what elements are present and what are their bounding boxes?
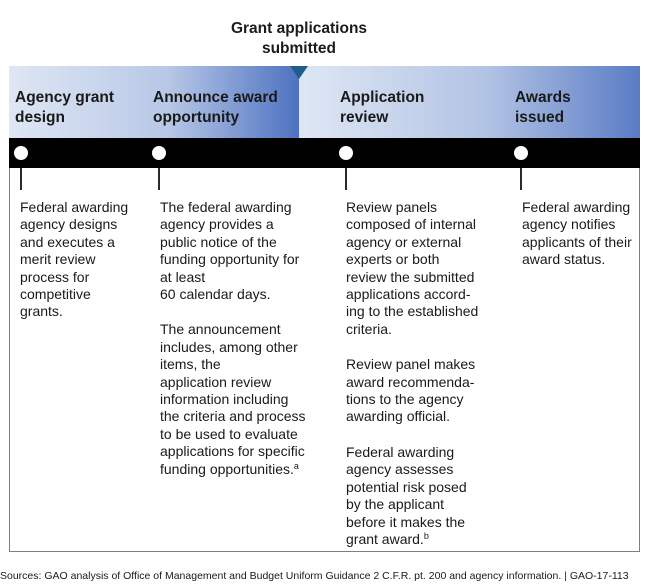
timeline-point-1 (14, 146, 28, 160)
description-text: Federal awarding agency assesses potenti… (346, 443, 467, 547)
milestone-title: Grant applications submitted (230, 20, 368, 57)
description-paragraph: Federal awarding agency notifies applica… (522, 199, 632, 268)
description-paragraph: The federal awarding agency provides a p… (160, 199, 300, 303)
submission-marker-icon (290, 66, 308, 79)
description-paragraph: Review panels composed of internal agenc… (346, 199, 479, 337)
timeline-point-4 (514, 146, 528, 160)
description-paragraph: Review panel makes award recommenda- tio… (346, 356, 476, 425)
description-announce-award: The federal awarding agency provides a p… (160, 199, 335, 496)
description-text: The announcement includes, among other i… (160, 321, 306, 477)
connector-line-1 (20, 168, 22, 190)
footnote-marker: a (293, 460, 299, 471)
connector-line-3 (345, 168, 347, 190)
connector-line-4 (520, 168, 522, 190)
phase-band-pre-submission (9, 66, 299, 138)
sources-note: Sources: GAO analysis of Office of Manag… (0, 570, 629, 582)
footnote-marker: b (423, 530, 429, 541)
description-paragraph: Federal awarding agency designs and exec… (20, 199, 129, 320)
description-application-review: Review panels composed of internal agenc… (346, 199, 511, 566)
description-awards-issued: Federal awarding agency notifies applica… (522, 199, 637, 287)
connector-line-2 (158, 168, 160, 190)
phase-label-application-review: Application review (340, 89, 425, 126)
timeline-bar (9, 138, 640, 168)
phase-label-awards-issued: Awards issued (515, 89, 571, 126)
description-agency-grant-design: Federal awarding agency designs and exec… (20, 199, 150, 339)
timeline-point-2 (152, 146, 166, 160)
phase-label-announce-award: Announce award opportunity (153, 89, 278, 126)
phase-label-agency-grant-design: Agency grant design (15, 89, 115, 126)
description-paragraph-with-note: The announcement includes, among other i… (160, 321, 335, 478)
phase-band-post-submission (299, 66, 640, 138)
description-paragraph-with-note: Federal awarding agency assesses potenti… (346, 444, 511, 548)
timeline-point-3 (339, 146, 353, 160)
